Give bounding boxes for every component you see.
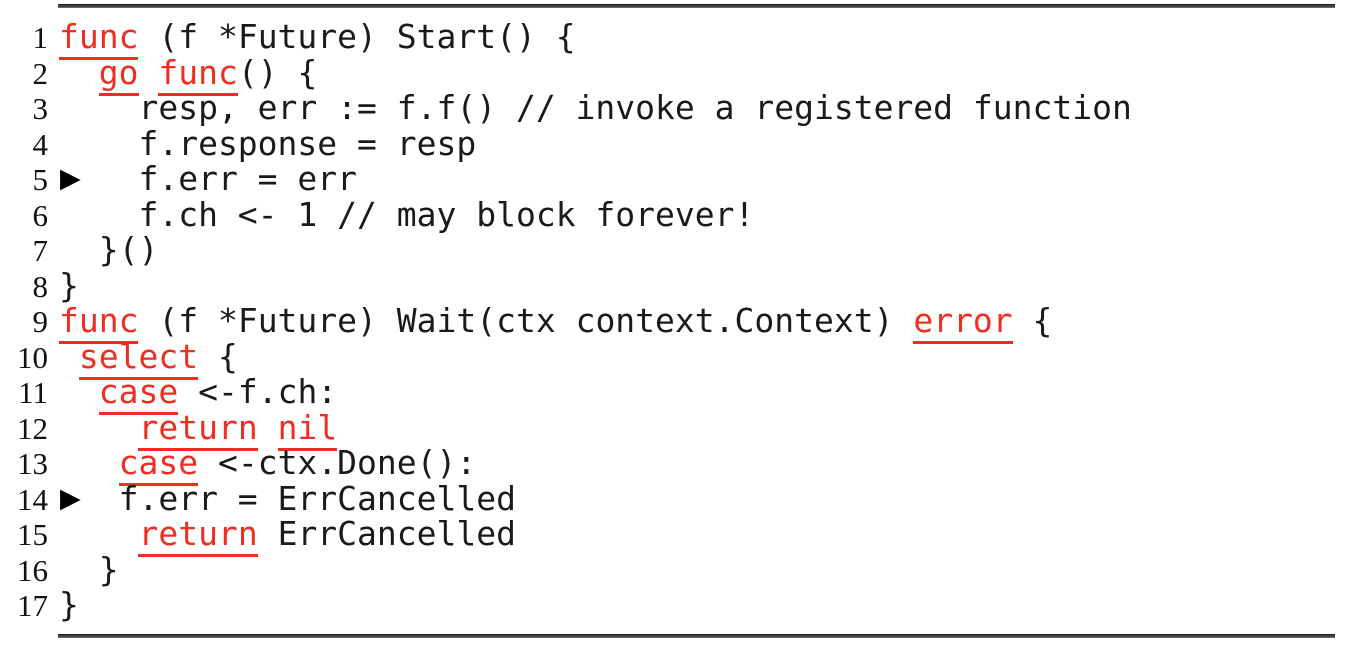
code-line: 17}	[0, 587, 1132, 623]
code-text: resp, err := f.f() // invoke a registere…	[48, 88, 1132, 127]
code-segment: (f *Future) Wait(ctx context.Context)	[138, 301, 914, 340]
keyword-underlined: go	[98, 52, 139, 96]
code-line: 16 }	[0, 550, 1132, 589]
code-segment	[59, 337, 79, 376]
line-number: 14	[17, 481, 48, 517]
code-segment	[59, 372, 99, 411]
code-segment: }	[59, 265, 79, 305]
highlight-arrow-icon: ▶	[60, 482, 81, 514]
code-segment: {	[1012, 301, 1053, 340]
code-text: select {	[48, 336, 238, 380]
code-text: go func() {	[48, 52, 318, 96]
code-text: }	[48, 266, 79, 305]
line-number: 2	[32, 55, 49, 91]
code-text: func (f *Future) Wait(ctx context.Contex…	[48, 301, 1053, 344]
code-line: 10 select {	[0, 336, 1132, 380]
code-text: }()	[48, 230, 159, 269]
code-text: return ErrCancelled	[48, 514, 516, 557]
code-segment: }	[59, 549, 119, 589]
code-segment: f.err = err	[59, 159, 358, 198]
code-segment: (f *Future) Start() {	[138, 17, 576, 56]
code-line: 5 ▶ f.err = err	[0, 161, 1132, 197]
highlight-arrow-icon: ▶	[60, 163, 81, 194]
line-number: 4	[32, 126, 49, 162]
code-segment	[139, 53, 159, 92]
code-line: 13 case <-ctx.Done():	[0, 443, 1132, 486]
code-text: return nil	[48, 407, 338, 451]
code-segment: f.ch <- 1 // may block forever!	[59, 194, 755, 234]
line-number: 5	[32, 162, 49, 197]
keyword-underlined: return	[138, 407, 258, 451]
code-line: 2 go func() {	[0, 52, 1132, 96]
code-segment: <-f.ch:	[178, 372, 338, 411]
code-segment	[258, 408, 278, 447]
keyword-underlined: nil	[277, 407, 338, 451]
code-text: }	[48, 550, 119, 589]
line-number: 16	[17, 552, 48, 588]
line-number: 11	[18, 375, 48, 410]
keyword-underlined: select	[78, 336, 199, 380]
code-segment: () {	[237, 52, 318, 92]
line-number: 7	[32, 233, 49, 268]
keyword-underlined: func	[59, 301, 139, 344]
code-line: 6 f.ch <- 1 // may block forever!	[0, 195, 1132, 234]
code-segment: <-ctx.Done():	[198, 443, 477, 482]
code-segment: }	[59, 585, 79, 624]
code-text: func (f *Future) Start() {	[48, 17, 576, 60]
code-text: f.err = err	[48, 159, 357, 198]
code-text: case <-f.ch:	[48, 372, 338, 415]
code-line: 8}	[0, 266, 1132, 305]
keyword-underlined: case	[98, 372, 179, 415]
code-text: f.ch <- 1 // may block forever!	[48, 195, 754, 234]
code-text: f.response = resp	[48, 124, 476, 163]
code-text: case <-ctx.Done():	[48, 443, 477, 486]
code-line: 14 ▶ f.err = ErrCancelled	[0, 479, 1132, 518]
code-segment: {	[198, 336, 238, 376]
line-number: 8	[32, 268, 49, 304]
code-line: 11 case <-f.ch:	[0, 372, 1132, 415]
code-segment: }()	[59, 230, 159, 269]
line-number: 6	[32, 197, 49, 233]
code-segment	[59, 443, 119, 482]
code-text: f.err = ErrCancelled	[48, 479, 516, 518]
keyword-underlined: error	[913, 301, 1013, 344]
keyword-underlined: func	[158, 52, 238, 96]
line-number: 12	[17, 410, 48, 446]
code-segment: ErrCancelled	[257, 514, 516, 553]
line-number: 10	[17, 339, 48, 375]
code-line: 4 f.response = resp	[0, 124, 1132, 163]
keyword-underlined: return	[138, 514, 258, 557]
line-number: 9	[32, 304, 49, 339]
keyword-underlined: func	[59, 17, 139, 60]
figure-bottom-rule	[58, 634, 1335, 638]
line-number: 13	[17, 446, 48, 481]
code-segment: f.response = resp	[59, 123, 477, 163]
line-number: 17	[17, 588, 48, 623]
line-number: 3	[32, 91, 49, 126]
line-number: 1	[32, 20, 49, 55]
code-segment	[59, 408, 138, 447]
line-number: 15	[17, 517, 48, 552]
figure-top-rule	[58, 4, 1335, 8]
code-segment: f.err = ErrCancelled	[59, 478, 516, 518]
code-line: 12 return nil	[0, 407, 1132, 451]
code-segment: resp, err := f.f() // invoke a registere…	[59, 88, 1132, 127]
code-text: }	[48, 585, 79, 624]
code-segment	[59, 53, 99, 92]
code-line: 3 resp, err := f.f() // invoke a registe…	[0, 90, 1132, 126]
code-segment	[59, 514, 138, 553]
code-line: 15 return ErrCancelled	[0, 514, 1132, 557]
keyword-underlined: case	[118, 443, 199, 486]
code-line: 7 }()	[0, 232, 1132, 268]
